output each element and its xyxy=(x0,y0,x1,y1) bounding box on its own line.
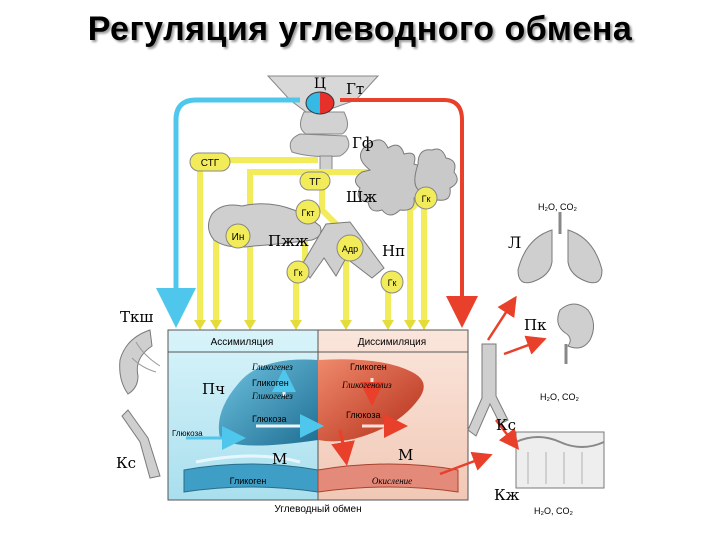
label-adr: Адр xyxy=(342,244,358,254)
label-ks-left: Кс xyxy=(116,454,136,472)
label-h2o-co2-lung: H₂O, CO₂ xyxy=(538,202,577,212)
label-glucose-right: Глюкоза xyxy=(346,410,380,420)
in-badge xyxy=(225,223,251,249)
label-gk-left: Гк xyxy=(294,268,303,278)
gk-left-badge xyxy=(286,260,310,284)
label-c: Ц xyxy=(314,76,326,92)
label-oxidation: Окисление xyxy=(372,476,412,486)
label-h2o-co2-kidney: H₂O, CO₂ xyxy=(540,392,579,402)
liver-arrows xyxy=(186,368,408,466)
organ-arrows xyxy=(439,295,547,476)
label-pch: Пч xyxy=(202,380,225,398)
lungs xyxy=(517,212,603,284)
label-gk-right: Гк xyxy=(388,278,397,288)
page-title: Регуляция углеводного обмена xyxy=(87,10,633,48)
label-gk-thyroid: Гк xyxy=(422,194,431,204)
label-gt: Гт xyxy=(346,80,364,98)
label-caption: Углеводный обмен xyxy=(274,503,361,515)
label-glycogenesis: Гликогенез xyxy=(251,362,293,372)
label-stg: СТГ xyxy=(201,158,220,169)
label-l: Л xyxy=(508,233,521,252)
label-glycogen-right: Гликоген xyxy=(350,362,387,372)
label-tg: ТГ xyxy=(309,177,321,188)
label-glucose-left: Глюкоза xyxy=(252,414,286,424)
yellow-arrowheads xyxy=(194,320,430,330)
label-glycogenesis-2: Гликогенез xyxy=(251,391,293,401)
stg-badge xyxy=(189,152,231,172)
label-muscle-glycogen: Гликоген xyxy=(230,476,267,486)
skin-section xyxy=(515,431,605,489)
red-pathway xyxy=(340,98,478,328)
left-blood-vessel xyxy=(121,409,161,479)
label-h2o-co2-skin: H₂O, CO₂ xyxy=(534,506,573,516)
gkt-badge xyxy=(295,199,321,225)
blue-pathway xyxy=(156,97,300,328)
gk-right-badge xyxy=(380,270,404,294)
adr-badge xyxy=(336,234,364,262)
label-assimilation: Ассимиляция xyxy=(211,337,274,348)
kidney xyxy=(557,303,594,349)
label-glucose-edge: Глюкоза xyxy=(172,429,203,438)
label-gkt: Гкт xyxy=(301,208,314,218)
gk-thyroid-badge xyxy=(414,186,438,210)
tg-badge xyxy=(299,171,331,191)
label-in: Ин xyxy=(232,232,245,243)
label-gf: Гф xyxy=(352,134,374,152)
label-ks-right: Кс xyxy=(496,416,516,434)
label-m-right: М xyxy=(398,446,413,464)
muscle-red xyxy=(317,463,459,493)
label-m-left: М xyxy=(272,450,287,468)
label-shzh: Шж xyxy=(346,188,377,206)
label-tksh: Ткш xyxy=(120,308,153,326)
label-np: Нп xyxy=(382,242,405,260)
label-kzh: Кж xyxy=(494,486,520,504)
intestine-vessels xyxy=(131,341,161,373)
right-blood-vessel xyxy=(467,343,509,437)
label-pzh: Пжж xyxy=(268,232,309,250)
label-glycogenolysis: Гликогенолиз xyxy=(341,380,392,390)
label-dissimilation: Диссимиляция xyxy=(358,337,426,348)
muscle-arrow xyxy=(195,454,301,464)
label-glycogen-left: Гликоген xyxy=(252,378,289,388)
label-pk: Пк xyxy=(524,316,547,334)
